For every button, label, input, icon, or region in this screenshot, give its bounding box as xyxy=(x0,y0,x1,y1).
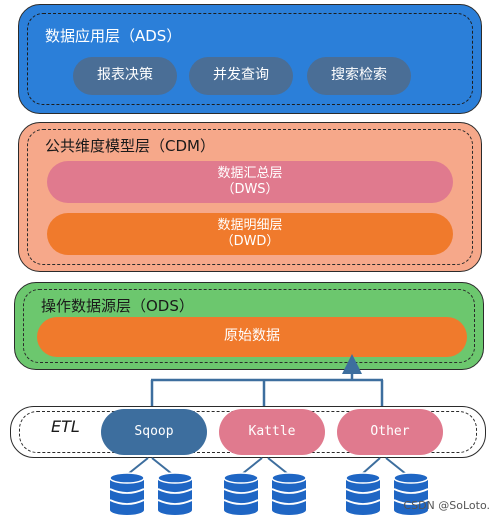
database-icon xyxy=(222,472,260,516)
watermark: CSDN @SoLoto. xyxy=(403,499,490,512)
database-icon xyxy=(156,472,194,516)
ads-title: 数据应用层（ADS） xyxy=(45,27,182,45)
cdm-layer: 公共维度模型层（CDM） 数据汇总层 （DWS） 数据明细层 （DWD） xyxy=(18,122,482,272)
database-icon xyxy=(392,472,430,516)
etl-label: ETL xyxy=(51,417,80,436)
database-icon xyxy=(344,472,382,516)
dws-label: 数据汇总层 xyxy=(217,165,283,181)
kattle-tool[interactable]: Kattle xyxy=(219,409,325,455)
dwd-label: 数据明细层 xyxy=(217,217,283,233)
report-decision-label: 报表决策 xyxy=(97,67,153,84)
search-retrieval-item[interactable]: 搜索检索 xyxy=(307,57,411,95)
sqoop-tool[interactable]: Sqoop xyxy=(101,409,207,455)
concurrent-query-label: 并发查询 xyxy=(213,67,269,84)
ods-layer: 操作数据源层（ODS） 原始数据 xyxy=(14,282,484,370)
etl-layer: ETL Sqoop Kattle Other xyxy=(10,406,486,458)
database-icon xyxy=(270,472,308,516)
dws-abbrev: （DWS） xyxy=(221,182,279,197)
raw-data-label: 原始数据 xyxy=(224,328,280,345)
report-decision-item[interactable]: 报表决策 xyxy=(73,57,177,95)
concurrent-query-item[interactable]: 并发查询 xyxy=(189,57,293,95)
kattle-label: Kattle xyxy=(248,423,296,439)
dwd-layer-box[interactable]: 数据明细层 （DWD） xyxy=(47,213,453,255)
dws-layer-box[interactable]: 数据汇总层 （DWS） xyxy=(47,161,453,203)
cdm-inner-border xyxy=(27,129,473,265)
raw-data-box[interactable]: 原始数据 xyxy=(37,317,467,357)
ads-layer: 数据应用层（ADS） 报表决策 并发查询 搜索检索 xyxy=(18,4,482,114)
database-icon xyxy=(108,472,146,516)
other-tool[interactable]: Other xyxy=(337,409,443,455)
sqoop-label: Sqoop xyxy=(134,423,174,439)
search-retrieval-label: 搜索检索 xyxy=(331,67,387,84)
ods-inner-border xyxy=(23,289,475,363)
cdm-title: 公共维度模型层（CDM） xyxy=(45,137,215,155)
ads-inner-border xyxy=(27,13,473,105)
ods-title: 操作数据源层（ODS） xyxy=(41,297,194,315)
other-label: Other xyxy=(370,423,410,439)
dwd-abbrev: （DWD） xyxy=(220,234,280,249)
